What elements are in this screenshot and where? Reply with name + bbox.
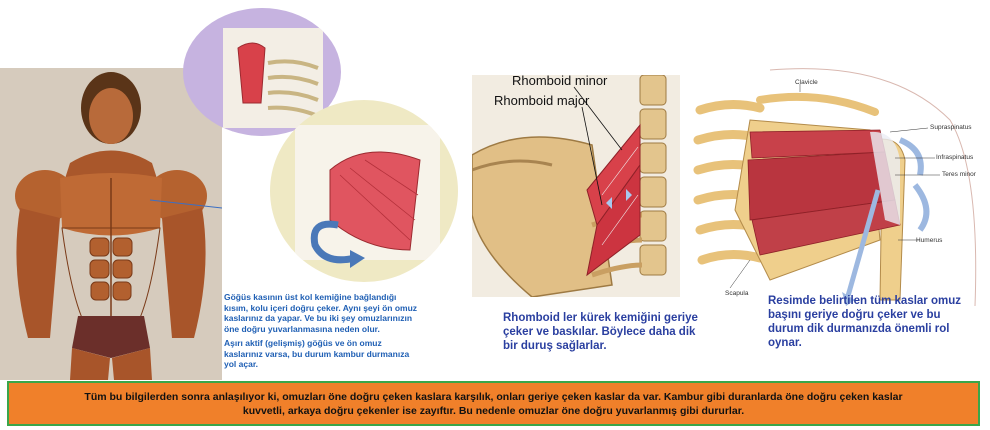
bodybuilder-image (0, 68, 222, 380)
note-left-para1: Göğüs kasının üst kol kemiğine bağlandığ… (224, 292, 418, 334)
label-rhomboid-minor: Rhomboid minor (512, 73, 608, 88)
rhomboid-note: Rhomboid ler kürek kemiğini geriye çeker… (503, 312, 698, 352)
rotator-cuff-image (690, 60, 986, 307)
summary-text: Tüm bu bilgilerden sonra anlaşılıyor ki,… (84, 390, 903, 417)
label-clavicle: Clavicle (795, 79, 818, 86)
rotator-cuff-note: Resimde belirtilen tüm kaslar omuz başın… (768, 295, 962, 349)
note-left-para2: Aşırı aktif (gelişmiş) göğüs ve ön omuz … (224, 338, 410, 369)
label-infraspinatus: Infraspinatus (936, 154, 974, 161)
label-scapula: Scapula (725, 290, 749, 297)
label-supraspinatus: Supraspinatus (930, 124, 972, 131)
chest-muscle-note: Göğüs kasının üst kol kemiğine bağlandığ… (224, 292, 420, 374)
rhomboid-image (472, 75, 680, 297)
summary-banner: Tüm bu bilgilerden sonra anlaşılıyor ki,… (7, 381, 980, 426)
label-humerus: Humerus (916, 237, 943, 244)
label-teres-minor: Teres minor (942, 171, 976, 178)
label-rhomboid-major: Rhomboid major (494, 93, 590, 108)
chest-muscle-circle (270, 100, 458, 282)
